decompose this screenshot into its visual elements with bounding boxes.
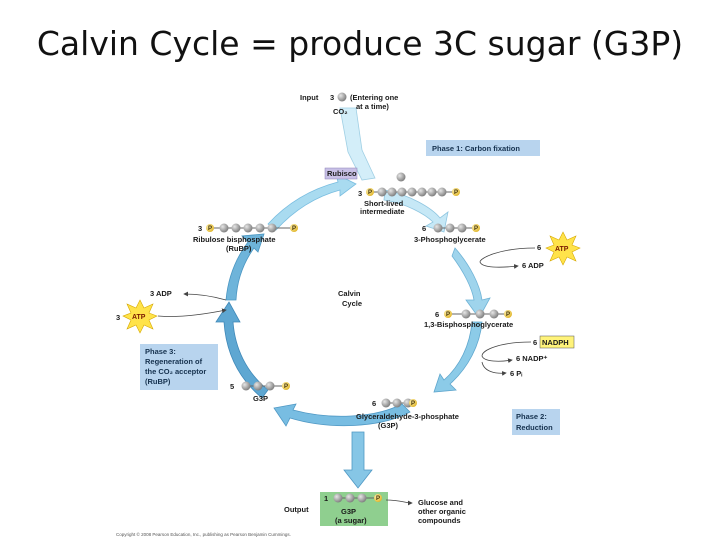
adp-reduction-label: 6 ADP xyxy=(522,261,544,270)
cycle-arc-bottom xyxy=(273,403,411,427)
copyright-text: Copyright © 2008 Pearson Education, Inc.… xyxy=(116,531,291,537)
atp-regen-count: 3 xyxy=(116,313,120,322)
short-lived-molecule: P P xyxy=(366,187,460,197)
adp-regen-label: 3 ADP xyxy=(150,289,172,298)
phase3-box: Phase 3: Regeneration of the CO₂ accepto… xyxy=(140,344,218,390)
svg-text:NADPH: NADPH xyxy=(542,338,569,347)
regen-g3p-molecule: P xyxy=(241,381,290,391)
svg-text:ATP: ATP xyxy=(555,246,569,253)
rubisco-carbon xyxy=(396,172,406,182)
svg-text:P: P xyxy=(368,190,372,196)
nadph-count: 6 xyxy=(533,338,537,347)
output-count: 1 xyxy=(324,494,328,503)
svg-text:P: P xyxy=(376,496,380,502)
cycle-arc-left xyxy=(215,301,269,399)
atp-star-reduction: ATP xyxy=(545,231,581,266)
glucose-label-3: compounds xyxy=(418,516,461,525)
cycle-arc-left-upper xyxy=(225,233,265,301)
output-g3p-molecule: P xyxy=(333,493,382,503)
nadph-arrow xyxy=(481,341,532,364)
nadph-box: NADPH xyxy=(539,335,575,349)
svg-text:P: P xyxy=(411,401,415,407)
pi-label: 6 Pᵢ xyxy=(510,369,522,378)
cycle-arc-right-lower xyxy=(433,321,483,393)
pga-label: 3-Phosphoglycerate xyxy=(414,235,486,244)
rubp-molecule: P P xyxy=(206,223,298,233)
svg-text:P: P xyxy=(284,384,288,390)
svg-text:Regeneration of: Regeneration of xyxy=(145,357,203,366)
svg-text:Reduction: Reduction xyxy=(516,423,553,432)
co2-label: CO₂ xyxy=(333,107,348,116)
svg-text:the CO₂ acceptor: the CO₂ acceptor xyxy=(145,367,206,376)
output-arrow xyxy=(343,431,373,489)
regen-g3p-label: G3P xyxy=(253,394,268,403)
g3p-molecule: P xyxy=(381,398,417,408)
svg-text:Phase 2:: Phase 2: xyxy=(516,412,547,421)
pi-arrow xyxy=(481,361,507,376)
g3p-count: 6 xyxy=(372,399,376,408)
svg-text:ATP: ATP xyxy=(132,314,146,321)
g3p-full-label-1: Glyceraldehyde-3-phosphate xyxy=(356,412,459,421)
rubp-label-2: (RuBP) xyxy=(226,244,252,253)
svg-text:P: P xyxy=(454,190,458,196)
atp-in-count: 6 xyxy=(537,243,541,252)
atp-regen-arrow xyxy=(157,308,227,317)
slide-title: Calvin Cycle = produce 3C sugar (G3P) xyxy=(36,24,684,63)
svg-text:Phase 1: Carbon fixation: Phase 1: Carbon fixation xyxy=(432,144,520,153)
calvin-cycle-label-1: Calvin xyxy=(338,289,361,298)
regen-count: 5 xyxy=(230,382,234,391)
svg-text:P: P xyxy=(446,312,450,318)
nadp-label: 6 NADP⁺ xyxy=(516,354,548,363)
pga-count: 6 xyxy=(422,224,426,233)
input-arrow xyxy=(339,107,376,181)
adp-regen-arrow xyxy=(183,291,227,301)
rubp-label-1: Ribulose bisphosphate xyxy=(193,235,276,244)
svg-text:Rubisco: Rubisco xyxy=(327,169,357,178)
short-count: 3 xyxy=(358,189,362,198)
phase1-box: Phase 1: Carbon fixation xyxy=(426,140,540,156)
atp-reduction-arrow xyxy=(479,247,536,269)
output-label: Output xyxy=(284,505,309,514)
svg-text:P: P xyxy=(474,226,478,232)
bpg-molecule: P P xyxy=(444,309,512,319)
svg-text:G3P: G3P xyxy=(341,507,356,516)
cycle-arc-right xyxy=(451,247,491,319)
glucose-label-1: Glucose and xyxy=(418,498,463,507)
rubp-count: 3 xyxy=(198,224,202,233)
input-label: Input xyxy=(300,93,319,102)
svg-text:P: P xyxy=(208,226,212,232)
entering-label-1: (Entering one xyxy=(350,93,398,102)
glucose-arrow xyxy=(385,499,413,506)
cycle-arc-top-left xyxy=(267,173,357,231)
short-lived-label-2: intermediate xyxy=(360,207,405,216)
svg-text:(a sugar): (a sugar) xyxy=(335,516,367,525)
input-count: 3 xyxy=(330,93,334,102)
atp-star-regeneration: ATP xyxy=(122,299,158,334)
rubisco-box: Rubisco xyxy=(324,167,358,180)
bpg-label: 1,3-Bisphosphoglycerate xyxy=(424,320,513,329)
svg-text:Phase 3:: Phase 3: xyxy=(145,347,176,356)
glucose-label-2: other organic xyxy=(418,507,466,516)
phase2-box: Phase 2: Reduction xyxy=(512,409,560,435)
calvin-cycle-label-2: Cycle xyxy=(342,299,362,308)
svg-text:P: P xyxy=(506,312,510,318)
short-lived-label-1: Short-lived xyxy=(364,199,404,208)
bpg-count: 6 xyxy=(435,310,439,319)
co2-carbon xyxy=(337,92,347,102)
svg-text:P: P xyxy=(292,226,296,232)
g3p-full-label-2: (G3P) xyxy=(378,421,399,430)
entering-label-2: at a time) xyxy=(356,102,389,111)
pga-molecule: P xyxy=(433,223,480,233)
svg-text:(RuBP): (RuBP) xyxy=(145,377,171,386)
